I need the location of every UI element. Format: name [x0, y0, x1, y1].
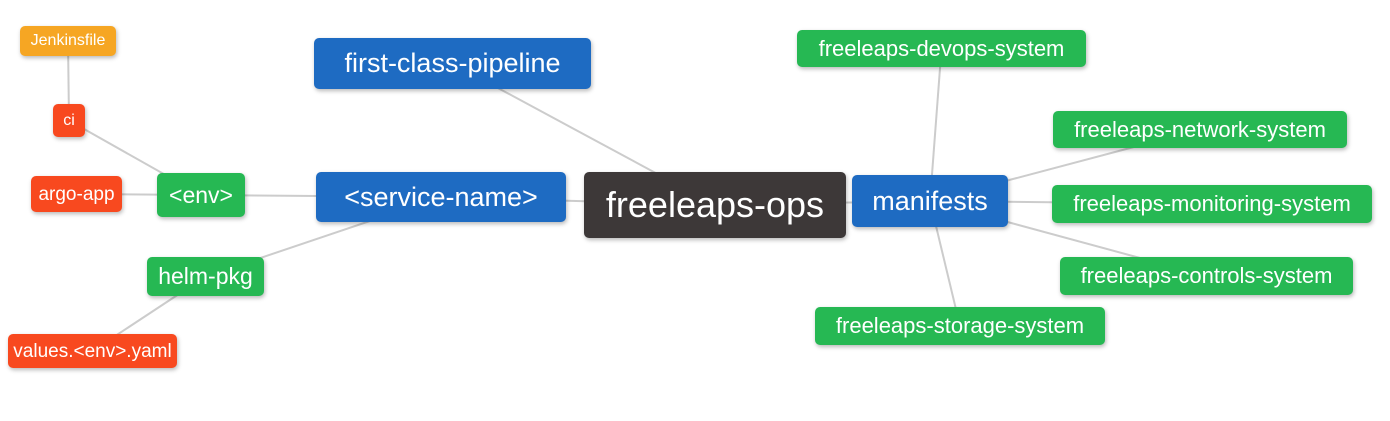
node-helm-pkg[interactable]: helm-pkg — [147, 257, 264, 296]
node-jenkinsfile[interactable]: Jenkinsfile — [20, 26, 116, 56]
node-freeleaps-controls-system[interactable]: freeleaps-controls-system — [1060, 257, 1353, 295]
node-env[interactable]: <env> — [157, 173, 245, 217]
node-values-env-yaml[interactable]: values.<env>.yaml — [8, 334, 177, 368]
node-manifests[interactable]: manifests — [852, 175, 1008, 227]
node-argo-app[interactable]: argo-app — [31, 176, 122, 212]
node-freeleaps-monitoring-system[interactable]: freeleaps-monitoring-system — [1052, 185, 1372, 223]
node-freeleaps-network-system[interactable]: freeleaps-network-system — [1053, 111, 1347, 148]
node-first-class-pipeline[interactable]: first-class-pipeline — [314, 38, 591, 89]
node-ci[interactable]: ci — [53, 104, 85, 137]
node-freeleaps-ops-root[interactable]: freeleaps-ops — [584, 172, 846, 238]
node-service-name[interactable]: <service-name> — [316, 172, 566, 222]
node-freeleaps-storage-system[interactable]: freeleaps-storage-system — [815, 307, 1105, 345]
node-freeleaps-devops-system[interactable]: freeleaps-devops-system — [797, 30, 1086, 67]
